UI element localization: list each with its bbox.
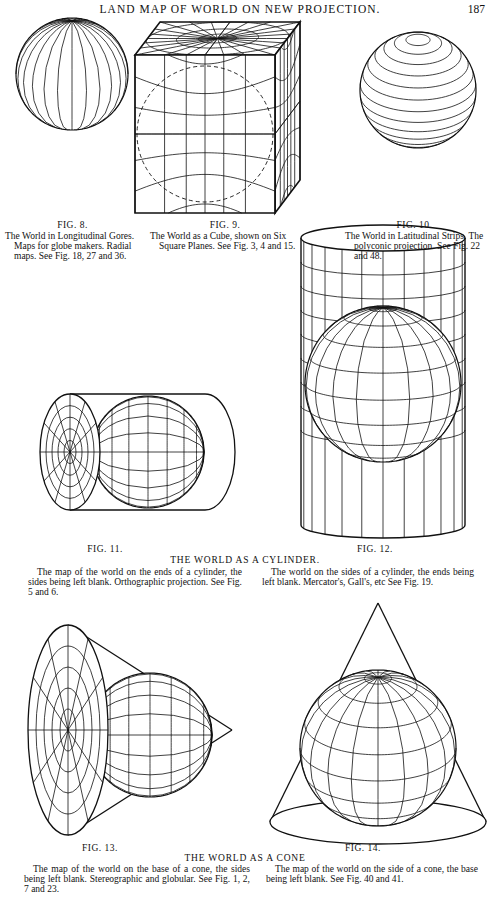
cylinder-side — [70, 509, 205, 510]
cube-front — [135, 55, 275, 213]
polar-radius — [28, 730, 68, 731]
polar-radius — [48, 730, 68, 821]
section-heading: THE WORLD AS A CONE — [100, 854, 390, 864]
fig8-globe — [16, 18, 128, 130]
fig13-cone — [28, 625, 232, 835]
figure-number: FIG. 14. — [318, 844, 408, 854]
end-face — [40, 394, 100, 510]
figure-caption: The map of the world on the base of a co… — [24, 865, 250, 895]
polar-radius — [70, 423, 96, 452]
globe-graticule — [92, 396, 204, 508]
page-title: LAND MAP OF WORLD ON NEW PROJECTION. — [40, 3, 440, 15]
polar-radius — [70, 452, 71, 510]
fig14-cone — [270, 603, 486, 844]
polar-radius — [40, 452, 70, 453]
globe-graticule — [300, 670, 456, 826]
section-heading: THE WORLD AS A CYLINDER. — [100, 556, 390, 566]
figure-number: FIG. 8. — [5, 221, 140, 231]
cube-grid — [275, 22, 300, 213]
cube-face — [135, 22, 300, 55]
cylinder-bottom — [301, 525, 465, 538]
page-number: 187 — [445, 3, 485, 15]
polar-radius — [70, 452, 96, 481]
polar-radius — [70, 402, 85, 452]
globe-outline — [300, 670, 456, 826]
polar-radius — [68, 730, 69, 835]
cylinder-end — [205, 394, 235, 510]
cube-grid — [135, 22, 300, 55]
polar-radius — [68, 625, 69, 730]
figure-number: FIG. 13. — [55, 844, 145, 854]
polar-radius — [68, 678, 103, 731]
cylinder-parallel — [301, 286, 465, 299]
polar-radius — [70, 394, 71, 452]
fig9-cube — [135, 22, 300, 213]
cylinder-parallel — [301, 262, 465, 275]
globe-graticule — [360, 32, 475, 147]
figure-caption: The World in Longitudinal Gores. Maps fo… — [5, 232, 140, 262]
globe-outline — [305, 306, 461, 462]
cylinder-side — [70, 393, 205, 394]
polar-radius — [55, 402, 70, 452]
figure-number: FIG. 12. — [330, 545, 420, 555]
globe-graticule — [305, 306, 461, 462]
polar-radius — [33, 678, 68, 731]
figure-number: FIG. 11. — [60, 545, 150, 555]
figure-number: FIG. 10. — [345, 221, 484, 231]
cylinder-meridian — [464, 238, 465, 525]
polar-radius — [68, 730, 88, 821]
polar-radius — [68, 730, 108, 731]
cylinder-meridian — [300, 238, 301, 525]
polar-radius — [70, 452, 85, 502]
polar-radius — [70, 452, 100, 453]
cube-face — [135, 55, 275, 213]
polar-radius — [68, 639, 88, 730]
polar-radius — [44, 452, 70, 481]
polar-radius — [55, 452, 70, 502]
fig11-cylinder — [40, 394, 235, 510]
end-face — [28, 625, 108, 835]
figure-caption: The map of the world on the side of a co… — [266, 865, 478, 885]
figure-number: FIG. 9. — [150, 221, 300, 231]
globe-graticule — [16, 18, 128, 130]
cube-top — [135, 22, 300, 55]
figure-caption: The map of the world on the ends of a cy… — [28, 568, 242, 598]
polar-radius — [48, 639, 68, 730]
hidden-sphere — [137, 66, 273, 202]
figure-caption: The world on the sides of a cylinder, th… — [262, 568, 474, 588]
cube-grid — [135, 55, 275, 213]
globe-outline — [16, 18, 128, 130]
polar-radius — [44, 423, 70, 452]
cube-side — [275, 22, 300, 213]
figure-caption: The World as a Cube, shown on Six Square… — [150, 232, 300, 252]
fig12-cylinder — [301, 225, 465, 538]
globe-outline — [360, 32, 476, 148]
polar-radius — [68, 730, 103, 783]
fig10-globe — [360, 32, 476, 148]
globe-outline — [92, 396, 204, 508]
polar-radius — [33, 730, 68, 783]
figure-caption: The World in Latitudinal Strips. The pol… — [345, 232, 484, 262]
cube-face — [275, 22, 300, 213]
